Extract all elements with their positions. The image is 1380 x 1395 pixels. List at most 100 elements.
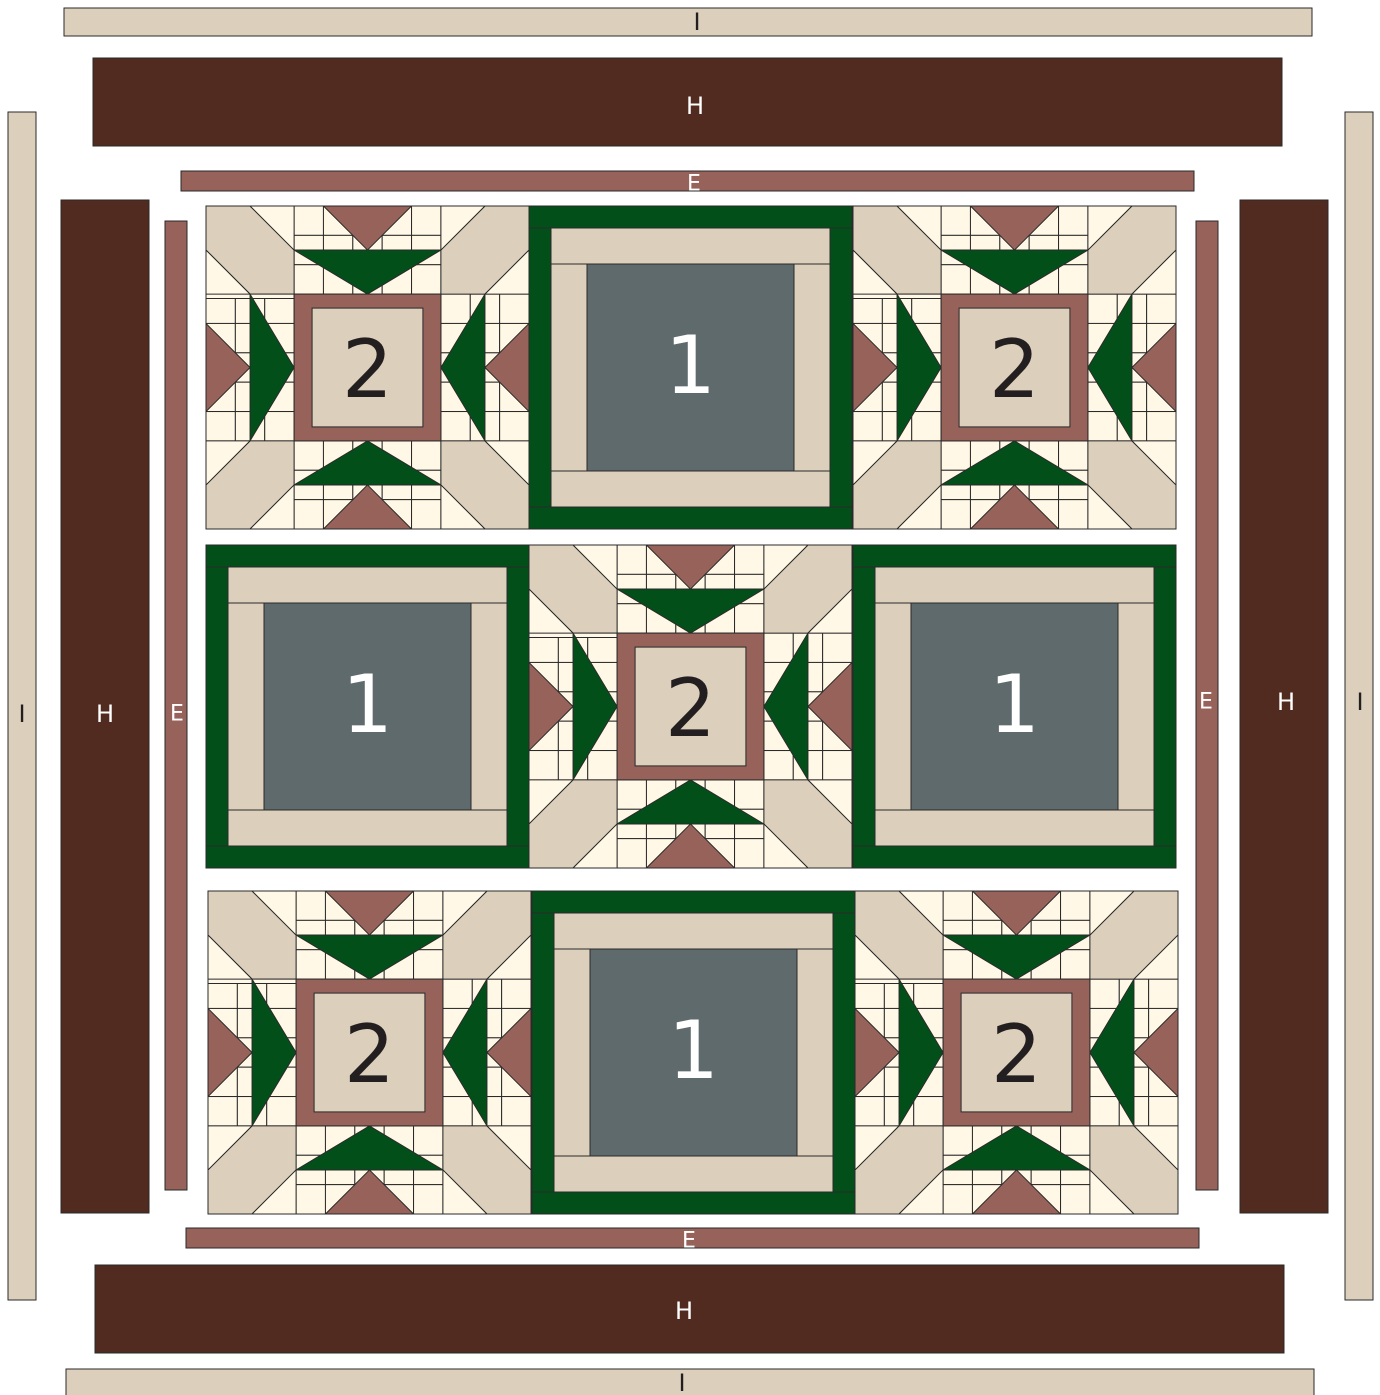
block-2-grid-square [1149,1097,1178,1126]
border-label-h-top: H [686,92,704,120]
block-1-side-strip [471,603,507,810]
block-2-grid-square [500,412,529,441]
block-1-side-strip [794,264,830,471]
block-1-side-strip [1118,603,1154,810]
block-2-grid-square [412,500,441,529]
block-2-grid-square [1088,412,1117,441]
block-2-grid-square [943,950,972,979]
block-2-grid-square [500,294,529,323]
block-2-grid-square [296,1126,325,1155]
block-2-grid-square [941,441,970,470]
border-label-h-bottom: H [675,1297,693,1325]
border-label-e-left: E [170,702,184,727]
block-1-side-strip [228,603,264,810]
block-2-grid-square [443,979,472,1008]
block-1-house: 1 [206,545,529,868]
block-2-grid-square [412,206,441,235]
block-2-grid-square [855,1097,884,1126]
border-label-e-top: E [687,172,701,197]
block-2-grid-square [529,751,558,780]
block-2-grid-square [823,633,852,662]
block-2-grid-square [294,441,323,470]
border-label-h-left: H [96,700,114,728]
block-2-star: 2 [529,545,852,868]
block-2-grid-square [412,441,441,470]
block-2-grid-square [617,604,646,633]
block-2-grid-square [414,891,443,920]
border-strip-i-top [64,8,1312,36]
block-1-bottom-strip [228,810,507,846]
block-2-grid-square [441,294,470,323]
block-2-grid-square [414,1185,443,1214]
block-2-grid-square [1061,950,1090,979]
block-number-label: 1 [989,658,1040,751]
block-2-grid-square [296,950,325,979]
block-2-grid-square [943,1185,972,1214]
block-number-label: 1 [665,319,716,412]
block-2-grid-square [502,979,531,1008]
block-1-house: 1 [532,891,855,1214]
block-1-side-strip [551,264,587,471]
quilt-blocks: 212121212 [206,206,1178,1214]
block-2-grid-square [617,839,646,868]
border-label-e-bottom: E [682,1229,696,1254]
block-1-side-strip [875,603,911,810]
border-label-e-right: E [1199,690,1213,715]
block-number-label: 2 [991,1008,1042,1101]
block-2-grid-square [1090,979,1119,1008]
block-2-grid-square [1149,979,1178,1008]
block-2-grid-square [914,1097,943,1126]
block-2-grid-square [1061,1126,1090,1155]
block-1-side-strip [554,949,590,1156]
block-2-grid-square [617,780,646,809]
block-2-grid-square [1088,294,1117,323]
block-2-grid-square [912,412,941,441]
border-label-i-left: I [18,700,25,728]
block-2-grid-square [443,1097,472,1126]
block-2-grid-square [208,1097,237,1126]
block-2-grid-square [1147,412,1176,441]
border-label-i-right: I [1356,688,1363,716]
border-label-h-right: H [1277,688,1295,716]
block-2-star: 2 [206,206,529,529]
block-1-bottom-strip [875,810,1154,846]
block-2-grid-square [296,1185,325,1214]
block-2-grid-square [294,206,323,235]
block-2-grid-square [296,891,325,920]
block-2-grid-square [414,950,443,979]
border-label-i-bottom: I [678,1369,685,1395]
block-2-grid-square [1061,891,1090,920]
border-strip-i-bottom [66,1369,1314,1395]
block-1-side-strip [797,949,833,1156]
block-2-grid-square [941,500,970,529]
block-2-grid-square [1059,206,1088,235]
block-2-grid-square [294,265,323,294]
block-2-star: 2 [853,206,1176,529]
border-label-i-top: I [693,8,700,36]
block-2-star: 2 [855,891,1178,1214]
block-2-grid-square [853,412,882,441]
block-2-grid-square [414,1126,443,1155]
block-2-grid-square [1090,1097,1119,1126]
block-number-label: 1 [342,658,393,751]
block-number-label: 2 [342,323,393,416]
block-2-grid-square [206,412,235,441]
block-2-grid-square [735,839,764,868]
block-2-grid-square [764,633,793,662]
block-2-star: 2 [208,891,531,1214]
block-2-grid-square [412,265,441,294]
block-2-grid-square [502,1097,531,1126]
block-2-grid-square [1147,294,1176,323]
block-2-grid-square [1059,265,1088,294]
block-number-label: 2 [665,662,716,755]
block-1-bottom-strip [554,1156,833,1192]
block-2-grid-square [941,265,970,294]
block-2-grid-square [267,1097,296,1126]
block-2-grid-square [943,1126,972,1155]
block-2-grid-square [735,604,764,633]
block-2-grid-square [294,500,323,529]
block-2-grid-square [941,206,970,235]
block-2-grid-square [735,545,764,574]
block-2-grid-square [617,545,646,574]
